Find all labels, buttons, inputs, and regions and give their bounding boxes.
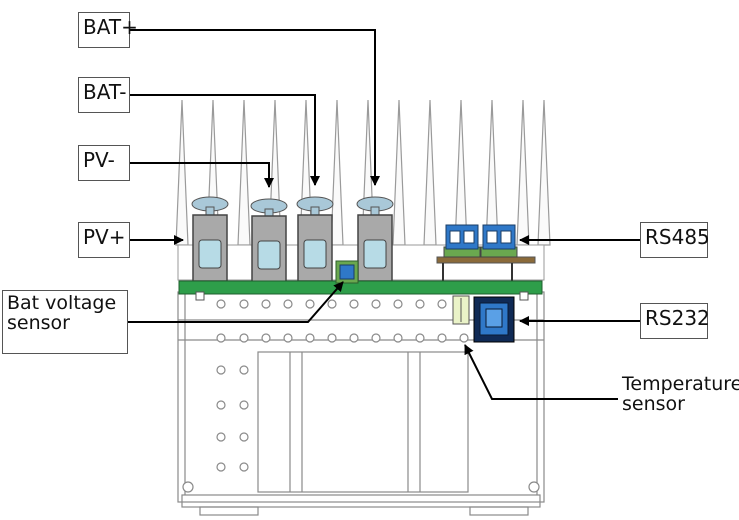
label-pv-minus: PV- <box>78 145 130 181</box>
label-temperature-sensor: Temperature sensor <box>622 373 739 415</box>
main-pcb <box>178 280 543 301</box>
pv-minus-arrow <box>128 162 274 188</box>
bat-voltage-sensor-arrow <box>128 281 344 323</box>
label-bat-minus: BAT- <box>78 77 130 113</box>
temperature-sensor-arrow <box>464 344 618 400</box>
pv-minus-terminal <box>250 198 288 283</box>
pv-plus-terminal <box>191 196 229 282</box>
label-bat-voltage-sensor: Bat voltage sensor <box>2 290 128 354</box>
label-bat-plus: BAT+ <box>78 12 138 48</box>
rs232-port <box>473 296 515 343</box>
bat-plus-arrow <box>128 29 380 186</box>
bat-voltage-sensor-connector <box>335 260 359 284</box>
enclosure-holes <box>182 299 540 493</box>
label-rs485: RS485 <box>640 222 710 258</box>
bat-minus-terminal <box>296 196 334 282</box>
bat-plus-terminal <box>356 196 394 282</box>
label-rs232: RS232 <box>640 303 710 339</box>
bat-minus-arrow <box>128 94 320 186</box>
temperature-sensor-connector <box>452 295 470 325</box>
callout-arrows <box>128 29 640 400</box>
label-pv-plus: PV+ <box>78 222 130 258</box>
